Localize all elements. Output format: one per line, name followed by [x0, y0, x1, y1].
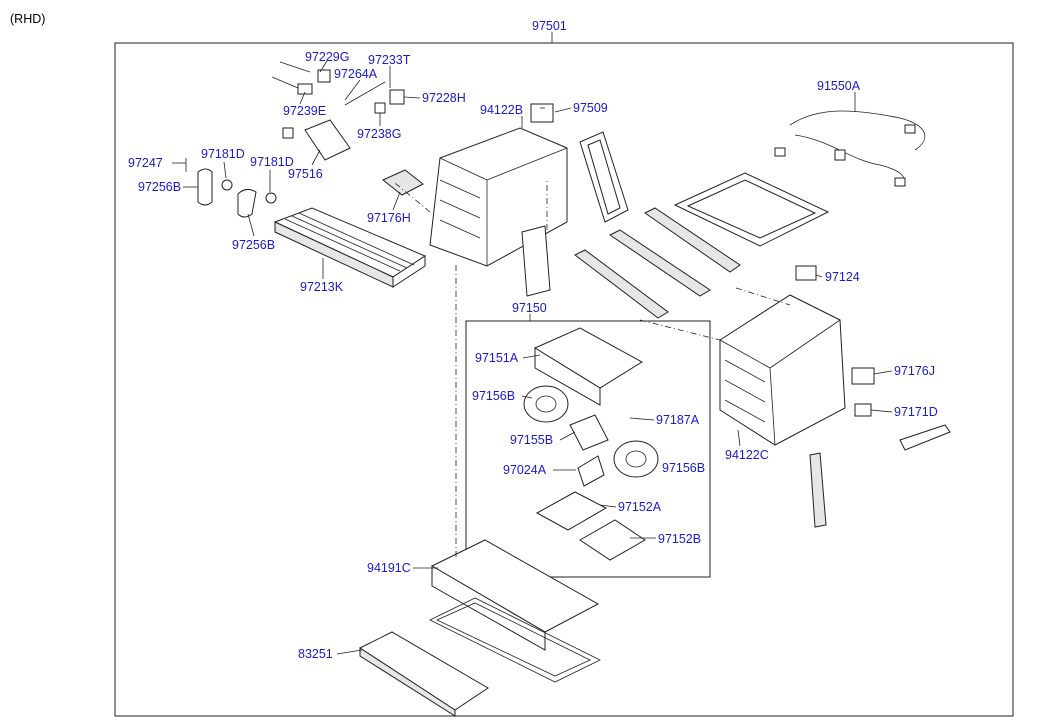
- label-97181D-2: 97181D: [250, 155, 294, 169]
- label-97228H: 97228H: [422, 91, 466, 105]
- under-cover: [358, 631, 489, 717]
- label-97155B: 97155B: [510, 433, 553, 447]
- label-97024A: 97024A: [503, 463, 547, 477]
- label-97156B-1: 97156B: [472, 389, 515, 403]
- heater-core: [273, 207, 427, 288]
- seal-strips: [574, 207, 741, 319]
- blower-fan-right: [613, 440, 659, 478]
- actuator-motor: [530, 103, 554, 123]
- lower-housing: [430, 539, 600, 651]
- blower-resistor: [382, 169, 424, 196]
- label-97247: 97247: [128, 156, 163, 170]
- label-97238G: 97238G: [357, 127, 401, 141]
- label-97124: 97124: [825, 270, 860, 284]
- guide-line: [735, 287, 791, 306]
- label-97187A: 97187A: [656, 413, 700, 427]
- label-97150: 97150: [512, 301, 547, 315]
- label-97176H: 97176H: [367, 211, 411, 225]
- heater-pipe-upper: [197, 168, 233, 206]
- wiring-harness: [774, 110, 926, 187]
- label-94122B: 94122B: [480, 103, 523, 117]
- label-97181D-1: 97181D: [201, 147, 245, 161]
- label-97256B-2: 97256B: [232, 238, 275, 252]
- label-97171D: 97171D: [894, 405, 938, 419]
- air-filter-frame: [579, 131, 629, 223]
- label-97501: 97501: [532, 19, 567, 33]
- heater-pipe-lower: [237, 188, 277, 218]
- guide-line: [639, 319, 721, 341]
- label-97516: 97516: [288, 167, 323, 181]
- label-94191C: 94191C: [367, 561, 411, 575]
- label-91550A: 91550A: [817, 79, 861, 93]
- scroll-case-upper: [535, 491, 608, 531]
- label-97152A: 97152A: [618, 500, 662, 514]
- scroll-case-lower: [579, 519, 646, 561]
- label-97151A: 97151A: [475, 351, 519, 365]
- bracket-plate: [304, 119, 351, 161]
- bracket-right: [899, 424, 951, 451]
- actuator-right-lower: [854, 403, 872, 417]
- blower-motor: [569, 414, 609, 451]
- filter-grille: [673, 172, 830, 247]
- label-97213K: 97213K: [300, 280, 344, 294]
- connector-block: [795, 265, 817, 281]
- gasket: [429, 597, 601, 683]
- label-97233T: 97233T: [368, 53, 411, 67]
- label-97152B: 97152B: [658, 532, 701, 546]
- label-97156B-2: 97156B: [662, 461, 705, 475]
- variant-label: (RHD): [10, 12, 45, 26]
- label-97229G: 97229G: [305, 50, 349, 64]
- blower-fan-left: [523, 385, 569, 423]
- label-97509: 97509: [573, 101, 608, 115]
- temperature-probe: [809, 452, 827, 528]
- label-97264A: 97264A: [334, 67, 378, 81]
- label-97176J: 97176J: [894, 364, 935, 378]
- guide-line: [394, 182, 431, 213]
- leader-lines: [172, 32, 893, 655]
- blower-subassembly-frame: [465, 320, 711, 578]
- heater-case-right: [719, 294, 846, 446]
- label-97239E: 97239E: [283, 104, 326, 118]
- blower-upper-case: [533, 327, 643, 406]
- actuator-right-upper: [851, 367, 875, 385]
- motor-bracket: [577, 455, 605, 487]
- label-97256B-1: 97256B: [138, 180, 181, 194]
- label-94122C: 94122C: [725, 448, 769, 462]
- actuator-linkage: [271, 61, 405, 139]
- assembly-frame: [114, 42, 1014, 717]
- label-83251: 83251: [298, 647, 333, 661]
- air-filter-element: [521, 225, 551, 297]
